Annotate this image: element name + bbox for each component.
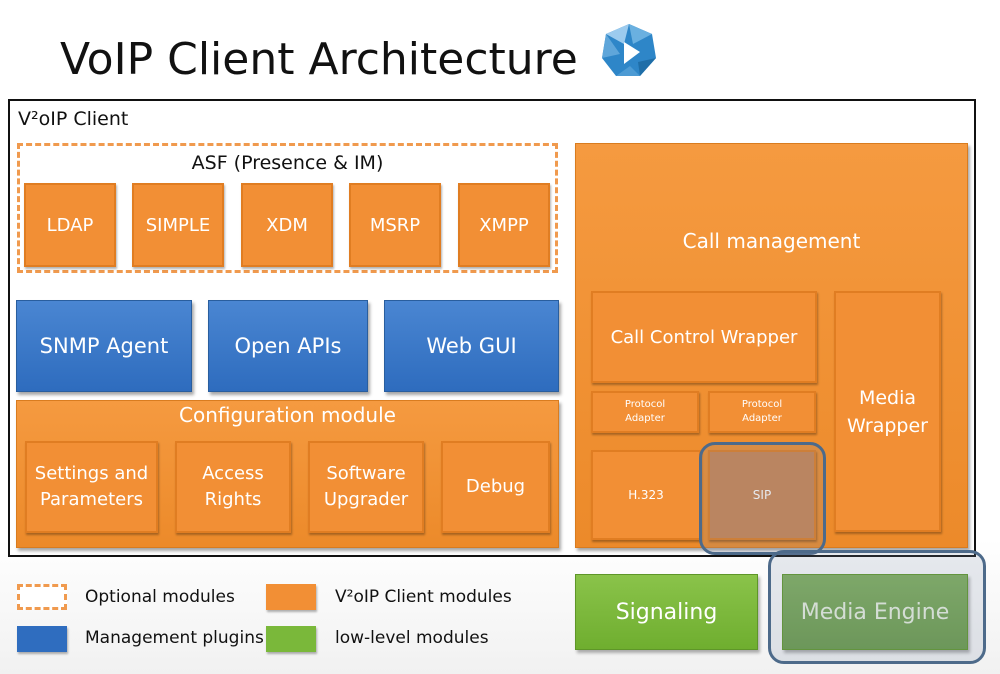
settings-line-2: Parameters xyxy=(39,489,144,510)
legend-lowlevel-label: low-level modules xyxy=(335,628,489,648)
client-label: V²oIP Client xyxy=(18,108,129,130)
sip-highlight-outline xyxy=(699,442,826,555)
software-line-2: Upgrader xyxy=(323,489,409,510)
adapter-right-line-2: Adapter xyxy=(742,413,782,424)
snmp-agent-box: SNMP Agent xyxy=(16,300,192,392)
asf-item-xmpp: XMPP xyxy=(458,183,550,267)
legend-management-swatch xyxy=(17,626,67,652)
media-engine-box: Media Engine xyxy=(782,574,968,650)
adapter-left-line-1: Protocol xyxy=(624,399,666,410)
call-control-wrapper-box: Call Control Wrapper xyxy=(591,291,817,383)
asf-item-xdm: XDM xyxy=(241,183,333,267)
asf-title: ASF (Presence & IM) xyxy=(191,152,384,174)
h323-box: H.323 xyxy=(591,450,701,540)
access-line-1: Access xyxy=(202,463,264,484)
faceted-diamond-logo-icon xyxy=(602,24,656,76)
media-wrapper-line-2: Wrapper xyxy=(846,414,928,437)
open-apis-box: Open APIs xyxy=(208,300,368,392)
web-gui-box: Web GUI xyxy=(384,300,559,392)
settings-parameters-box: Settings and Parameters xyxy=(25,441,158,533)
protocol-adapter-right: Protocol Adapter xyxy=(708,391,816,433)
sip-box: SIP xyxy=(708,450,816,540)
debug-box: Debug xyxy=(441,441,550,533)
legend-optional-swatch xyxy=(17,584,67,610)
asf-item-msrp: MSRP xyxy=(349,183,441,267)
media-wrapper-box: Media Wrapper xyxy=(834,291,941,532)
software-line-1: Software xyxy=(326,463,406,484)
legend-client-swatch xyxy=(266,584,316,610)
call-management-title: Call management xyxy=(682,229,861,253)
legend-optional-label: Optional modules xyxy=(85,587,235,607)
asf-item-ldap: LDAP xyxy=(24,183,116,267)
media-wrapper-line-1: Media xyxy=(858,386,917,409)
legend-management-label: Management plugins xyxy=(85,628,264,648)
protocol-adapter-left: Protocol Adapter xyxy=(591,391,699,433)
media-engine-highlight-outline xyxy=(768,550,986,664)
configuration-title: Configuration module xyxy=(179,403,396,427)
asf-item-simple: SIMPLE xyxy=(132,183,224,267)
settings-line-1: Settings and xyxy=(34,463,149,484)
legend-lowlevel-swatch xyxy=(266,626,316,652)
software-upgrader-box: Software Upgrader xyxy=(308,441,424,533)
signaling-box: Signaling xyxy=(575,574,758,650)
legend-client-label: V²oIP Client modules xyxy=(335,587,512,607)
page-title: VoIP Client Architecture xyxy=(60,34,578,85)
access-rights-box: Access Rights xyxy=(175,441,291,533)
access-line-2: Rights xyxy=(204,489,262,510)
adapter-right-line-1: Protocol xyxy=(741,399,783,410)
adapter-left-line-2: Adapter xyxy=(625,413,665,424)
